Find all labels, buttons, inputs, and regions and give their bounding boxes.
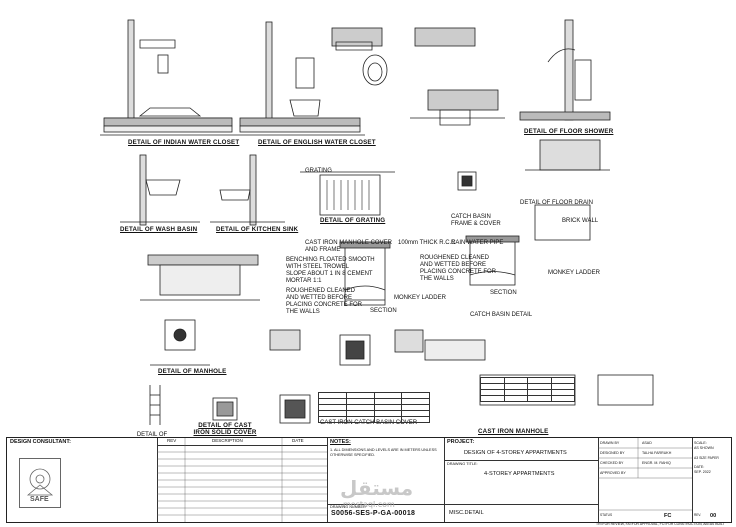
consultant-label: DESIGN CONSULTANT:: [10, 439, 71, 445]
title-floor-shower: DETAIL OF FLOOR SHOWER: [524, 128, 614, 135]
title-catch-basin-cover: CAST IRON CATCH BASIN COVER: [320, 420, 418, 426]
drawing-title-label: DRAWING TITLE:: [447, 462, 478, 466]
logo-text: SAFE: [30, 496, 49, 503]
title-floor-drain: DETAIL OF FLOOR DRAIN: [520, 200, 594, 206]
scale-value: AS SHOWN: [694, 446, 714, 450]
revision-grid: [157, 438, 327, 522]
checked-by: ENGR. M. RAHIQ: [642, 461, 671, 465]
catch-basin-table: [318, 392, 430, 423]
status-legend: TR=FOR REVIEW, FA=FOR APPROVAL, FC=FOR C…: [596, 522, 725, 526]
label-slope: SLOPE ABOUT 1 IN 8 CEMENT: [286, 271, 373, 277]
project-panel: PROJECT: DESIGN OF 4-STOREY APPARTMENTS …: [444, 438, 599, 522]
label-roughened: ROUGHENED CLEANED: [286, 288, 356, 294]
drawing-number-label: DRAWING NUMBER: [330, 505, 366, 509]
drawn-by: ASAD: [642, 441, 652, 445]
label-wetted: AND WETTED BEFORE: [286, 295, 353, 301]
label-with-steel: WITH STEEL TROWEL: [286, 264, 350, 270]
rev-header-date: DATE: [292, 438, 304, 443]
scale-panel: SCALE: AS SHOWN A3 SIZE PAPER DATE: SEP.…: [692, 438, 731, 522]
label-rcc: 100mm THICK R.C.C: [398, 240, 456, 246]
rev-header-rev: REV: [167, 438, 177, 443]
title-catch-basin: CATCH BASIN DETAIL: [470, 312, 533, 318]
title-kitchen-sink: DETAIL OF KITCHEN SINK: [216, 226, 299, 233]
label-mortar: MORTAR 1:1: [286, 278, 322, 284]
label-roughened-2: ROUGHENED CLEANED: [420, 255, 490, 261]
sheet-title: MISC.DETAIL: [449, 510, 484, 516]
label-monkey-ladder: MONKEY LADDER: [394, 295, 446, 301]
label-placing: PLACING CONCRETE FOR: [286, 302, 363, 308]
label-manhole-cover: CAST IRON MANHOLE COVER: [305, 240, 392, 246]
scale-label: SCALE:: [694, 441, 707, 445]
rev-value: 00: [710, 513, 717, 519]
label-rain-water-pipe: RAIN WATER PIPE: [451, 240, 504, 246]
designed-by: TALHA FARRUKH: [642, 451, 672, 455]
safe-logo: SAFE: [19, 458, 61, 508]
drawn-by-label: DRAWN BY: [600, 441, 620, 445]
title-cast-iron-cover: DETAIL OF CAST IRON SOLID COVER: [193, 422, 257, 436]
label-placing-2: PLACING CONCRETE FOR: [420, 269, 497, 275]
designed-by-label: DESIGNED BY: [600, 451, 625, 455]
title-block: DESIGN CONSULTANT: SAFE REV DESCRIPTION …: [6, 437, 732, 523]
title-indian-wc: DETAIL OF INDIAN WATER CLOSET: [128, 139, 240, 146]
checked-by-label: CHECKED BY: [600, 461, 624, 465]
label-benching: BENCHING FLOATED SMOOTH: [286, 257, 375, 263]
revision-table: REV DESCRIPTION DATE: [157, 438, 328, 522]
consultant-panel: DESIGN CONSULTANT: SAFE: [7, 438, 158, 522]
paper-size: A3 SIZE PAPER: [694, 456, 719, 460]
rev-header-description: DESCRIPTION: [212, 438, 243, 443]
label-section-2: SECTION: [490, 290, 517, 296]
manhole-table: [480, 377, 575, 402]
label-catch-basin: CATCH BASIN: [451, 214, 491, 220]
label-brick-wall: BRICK WALL: [562, 218, 599, 224]
label-the-walls-2: THE WALLS: [420, 276, 454, 282]
approved-by-label: APPROVED BY: [600, 471, 626, 475]
label-wetted-2: AND WETTED BEFORE: [420, 262, 487, 268]
people-panel: DRAWN BY ASAD DESIGNED BY TALHA FARRUKH …: [598, 438, 693, 522]
date-label: DATE:: [694, 465, 705, 469]
label-and-frame: AND FRAME: [305, 247, 341, 253]
label-section: SECTION: [370, 308, 397, 314]
notes-panel: NOTES: 1. ALL DIMENSIONS AND LEVELS ARE …: [327, 438, 445, 522]
title-cast-iron-manhole: CAST IRON MANHOLE: [478, 428, 549, 435]
notes-label: NOTES:: [330, 439, 351, 445]
project-label: PROJECT:: [447, 439, 475, 445]
title-grating: DETAIL OF GRATING: [320, 217, 386, 224]
status-label: STATUS: [600, 513, 613, 517]
watermark-arabic: مستقل: [340, 476, 414, 500]
title-english-wc: DETAIL OF ENGLISH WATER CLOSET: [258, 139, 376, 146]
project-name: DESIGN OF 4-STOREY APPARTMENTS: [464, 450, 567, 456]
label-grating: GRATING: [305, 168, 332, 174]
rev-label: REV.: [694, 513, 702, 517]
drawing-title: 4-STOREY APPARTMENTS: [484, 471, 555, 477]
label-monkey-ladder-2: MONKEY LADDER: [548, 270, 600, 276]
title-manhole: DETAIL OF MANHOLE: [158, 368, 227, 375]
status-value: FC: [664, 513, 672, 519]
label-the-walls: THE WALLS: [286, 309, 320, 315]
drawing-number: S0056-SES-P-GA-00018: [331, 510, 416, 517]
title-wash-basin: DETAIL OF WASH BASIN: [120, 226, 198, 233]
note-2: OTHERWISE SPECIFIED.: [330, 453, 376, 457]
date-value: SEP. 2022: [694, 470, 711, 474]
label-frame-cover: FRAME & COVER: [451, 221, 501, 227]
watermark-latin: mostaql.com: [343, 500, 395, 509]
note-1: 1. ALL DIMENSIONS AND LEVELS ARE IN METE…: [330, 448, 437, 452]
